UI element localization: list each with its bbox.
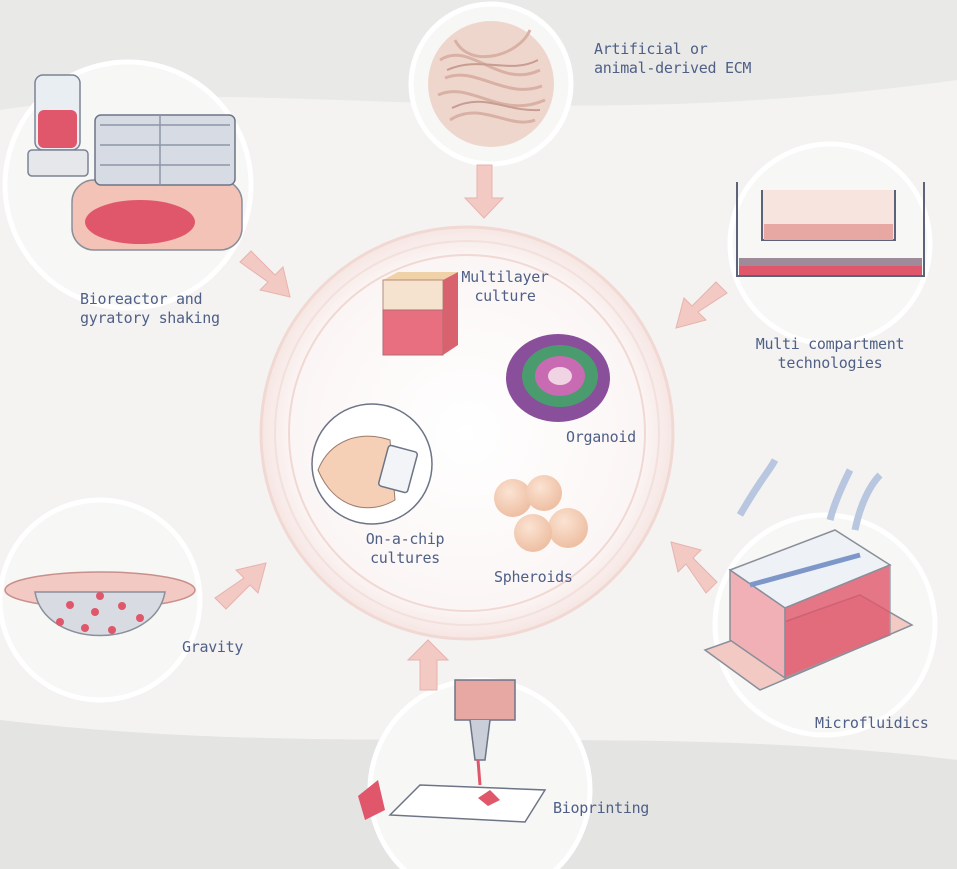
multi-compartment-bubble	[727, 141, 933, 347]
ecm-label: Artificial or animal-derived ECM	[594, 40, 751, 78]
on-a-chip-label: On-a-chip cultures	[355, 530, 455, 568]
multilayer-culture-label: Multilayer culture	[455, 268, 555, 306]
multilayer-culture-illustration	[382, 272, 458, 356]
arrow-from-bioreactor	[239, 250, 291, 298]
gravity-label: Gravity	[182, 638, 244, 656]
multi-compartment-label-line1: Multi compartment	[755, 335, 905, 353]
ecm-label-line1: Artificial or	[594, 40, 708, 58]
ecm-label-line2: animal-derived ECM	[594, 59, 752, 77]
on-a-chip-label-line2: cultures	[370, 549, 440, 567]
arrow-from-ecm	[463, 164, 505, 219]
bioprinting-bubble	[358, 677, 593, 869]
bioprinting-label: Bioprinting	[553, 799, 650, 817]
multi-compartment-label: Multi compartment technologies	[745, 335, 915, 373]
arrow-from-microfluidics	[670, 541, 718, 594]
multi-compartment-label-line2: technologies	[777, 354, 883, 372]
multilayer-label-line2: culture	[474, 287, 536, 305]
microfluidics-label: Microfluidics	[815, 714, 929, 732]
spheroids-label: Spheroids	[494, 568, 573, 586]
bioreactor-bubble	[2, 59, 254, 311]
on-a-chip-illustration	[311, 403, 433, 525]
spheroids-illustration	[494, 475, 588, 552]
organoid-label: Organoid	[566, 428, 636, 446]
arrow-from-multi-compartment	[675, 281, 728, 329]
gravity-bubble	[0, 497, 203, 703]
bioreactor-label: Bioreactor and gyratory shaking	[80, 290, 220, 328]
organoid-illustration	[506, 334, 610, 422]
ecm-bubble	[408, 1, 574, 167]
on-a-chip-label-line1: On-a-chip	[365, 530, 445, 548]
bioreactor-label-line2: gyratory shaking	[80, 309, 220, 327]
bioreactor-label-line1: Bioreactor and	[80, 290, 203, 308]
microfluidics-bubble	[703, 458, 938, 738]
arrow-from-bioprinting	[406, 639, 450, 691]
arrow-from-gravity	[214, 562, 267, 610]
multilayer-label-line1: Multilayer	[461, 268, 549, 286]
